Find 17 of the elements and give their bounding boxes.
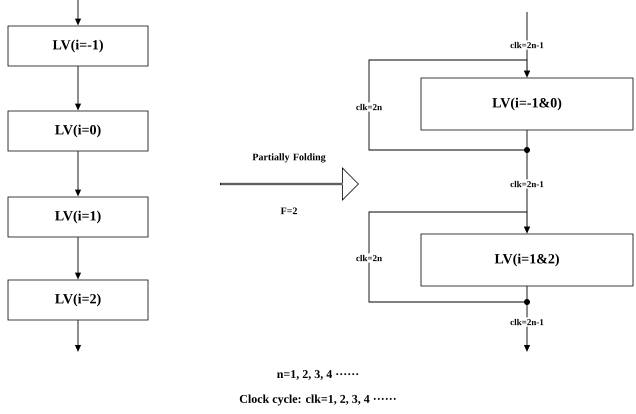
process-box: LV(i=1&2) — [420, 234, 634, 286]
edge-label: clk=2n — [354, 253, 384, 263]
process-box: LV(i=1) — [8, 196, 148, 238]
arrow — [368, 212, 530, 302]
arrow-label: Partially Folding — [252, 153, 326, 162]
process-box: LV(i=2) — [8, 280, 148, 320]
edge-label: clk=2n-1 — [508, 40, 546, 50]
arrow — [368, 60, 530, 150]
edge-label: clk=2n-1 — [508, 179, 546, 189]
edge-label: clk=2n — [354, 102, 384, 112]
edge-label: clk=2n-1 — [508, 317, 546, 327]
process-box: LV(i=0) — [8, 110, 148, 152]
process-box: LV(i=-1) — [8, 26, 148, 66]
note: n=1, 2, 3, 4 ······ — [277, 370, 358, 380]
arrow-label: F=2 — [280, 208, 297, 214]
process-box: LV(i=-1&0) — [420, 78, 634, 130]
note: Clock cycle: clk=1, 2, 3, 4 ······ — [240, 394, 396, 406]
